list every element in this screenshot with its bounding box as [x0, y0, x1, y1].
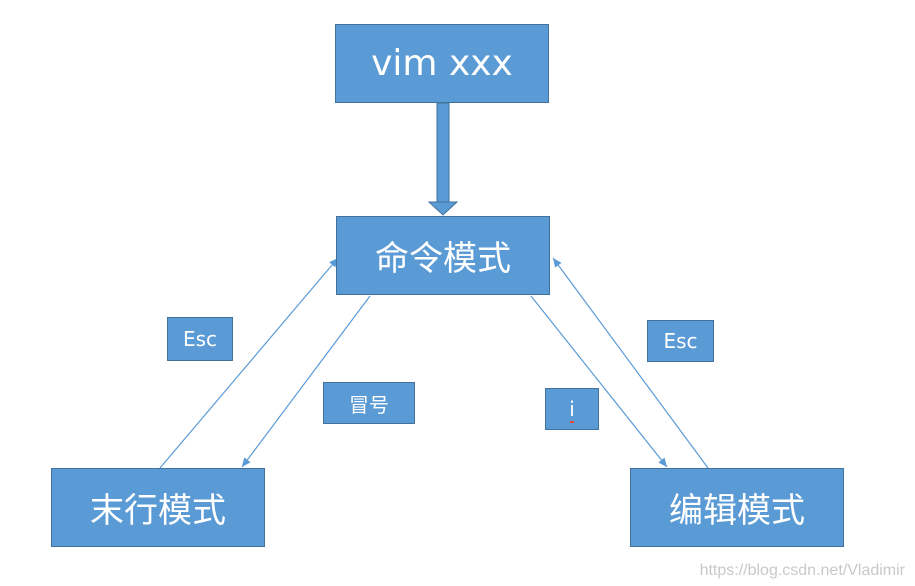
node-command-mode-label: 命令模式	[375, 239, 511, 279]
edge-label-esc-right-text: Esc	[663, 329, 698, 353]
watermark-text: https://blog.csdn.net/Vladimir	[699, 562, 905, 579]
arrow-command-to-last	[241, 295, 371, 468]
arrow-command-to-edit	[530, 295, 668, 468]
arrow-last-to-command	[159, 257, 339, 469]
thick-arrow-vim-to-command	[427, 102, 459, 216]
node-last-line-mode: 末行模式	[51, 468, 265, 547]
node-command-mode: 命令模式	[336, 216, 550, 295]
edge-label-esc-left: Esc	[167, 317, 233, 361]
edge-label-i-text: i	[569, 397, 575, 423]
node-edit-mode: 编辑模式	[630, 468, 844, 547]
node-edit-mode-label: 编辑模式	[669, 491, 805, 531]
arrow-edit-to-command	[552, 257, 709, 469]
node-vim-command: vim xxx	[335, 24, 549, 103]
edge-label-esc-right: Esc	[647, 320, 714, 362]
node-last-line-mode-label: 末行模式	[90, 491, 226, 531]
edge-label-i: i	[545, 388, 599, 430]
node-vim-label: vim xxx	[371, 43, 513, 84]
edge-label-colon: 冒号	[323, 382, 415, 424]
edge-label-colon-text: 冒号	[349, 392, 389, 417]
edge-label-esc-left-text: Esc	[182, 327, 218, 351]
